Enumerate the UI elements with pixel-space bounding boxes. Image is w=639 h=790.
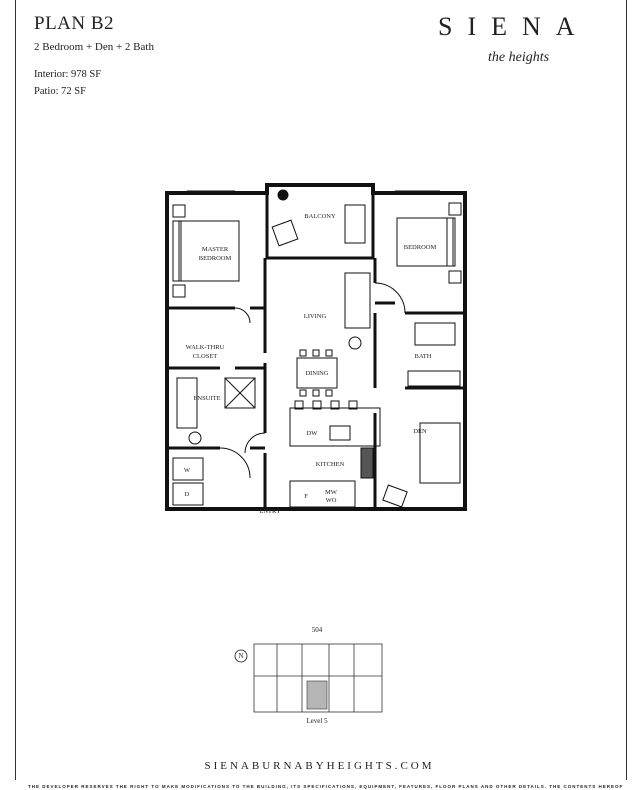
- unit-highlight: [306, 680, 328, 710]
- master-bed: [178, 220, 240, 282]
- room-walk-thru-2: CLOSET: [193, 353, 218, 360]
- plan-title: PLAN B2: [34, 13, 115, 34]
- room-dining: DINING: [305, 370, 328, 377]
- room-master-2: BEDROOM: [199, 255, 232, 262]
- room-mw: MW: [325, 489, 338, 496]
- key-plan: 504 Level 5 N: [234, 626, 383, 725]
- room-entry: ENTRY: [259, 508, 281, 515]
- room-walk-thru-1: WALK-THRU: [186, 344, 225, 351]
- page-frame: [15, 0, 627, 780]
- second-bed: [396, 217, 454, 267]
- room-wo: WO: [326, 497, 337, 504]
- dining-table: [296, 357, 338, 389]
- balcony-outline: [265, 185, 375, 260]
- room-master-1: MASTER: [202, 246, 229, 253]
- brand-tagline: the heights: [488, 50, 550, 65]
- patio-area: Patio: 72 SF: [34, 86, 86, 97]
- floor-plan: BALCONY MASTER BEDROOM BEDROOM LIVING WA…: [165, 183, 467, 515]
- room-den: DEN: [413, 428, 427, 435]
- room-bedroom: BEDROOM: [404, 244, 437, 251]
- unit-number: 504: [312, 626, 323, 634]
- room-balcony: BALCONY: [304, 213, 336, 220]
- sofa: [344, 272, 371, 329]
- plan-subtitle: 2 Bedroom + Den + 2 Bath: [34, 41, 154, 53]
- disclaimer-text: THE DEVELOPER RESERVES THE RIGHT TO MAKE…: [28, 784, 624, 789]
- north-arrow-icon: [234, 649, 248, 663]
- room-washer: W: [184, 467, 191, 474]
- bath-tub: [407, 370, 461, 387]
- interior-area: Interior: 978 SF: [34, 69, 102, 80]
- brand-logo: SIENA: [438, 12, 590, 41]
- website-url[interactable]: SIENABURNABYHEIGHTS.COM: [204, 760, 435, 772]
- north-label: N: [238, 652, 243, 660]
- room-fridge: F: [304, 493, 308, 500]
- kitchen-island: [289, 407, 381, 447]
- room-living: LIVING: [304, 313, 327, 320]
- interior-walls: [167, 258, 465, 509]
- level-label: Level 5: [306, 717, 328, 725]
- room-kitchen: KITCHEN: [316, 461, 345, 468]
- room-ensuite: ENSUITE: [193, 395, 220, 402]
- room-bath: BATH: [415, 353, 432, 360]
- room-dryer: D: [185, 491, 190, 498]
- room-dw: DW: [307, 430, 319, 437]
- den-sofa: [419, 422, 461, 484]
